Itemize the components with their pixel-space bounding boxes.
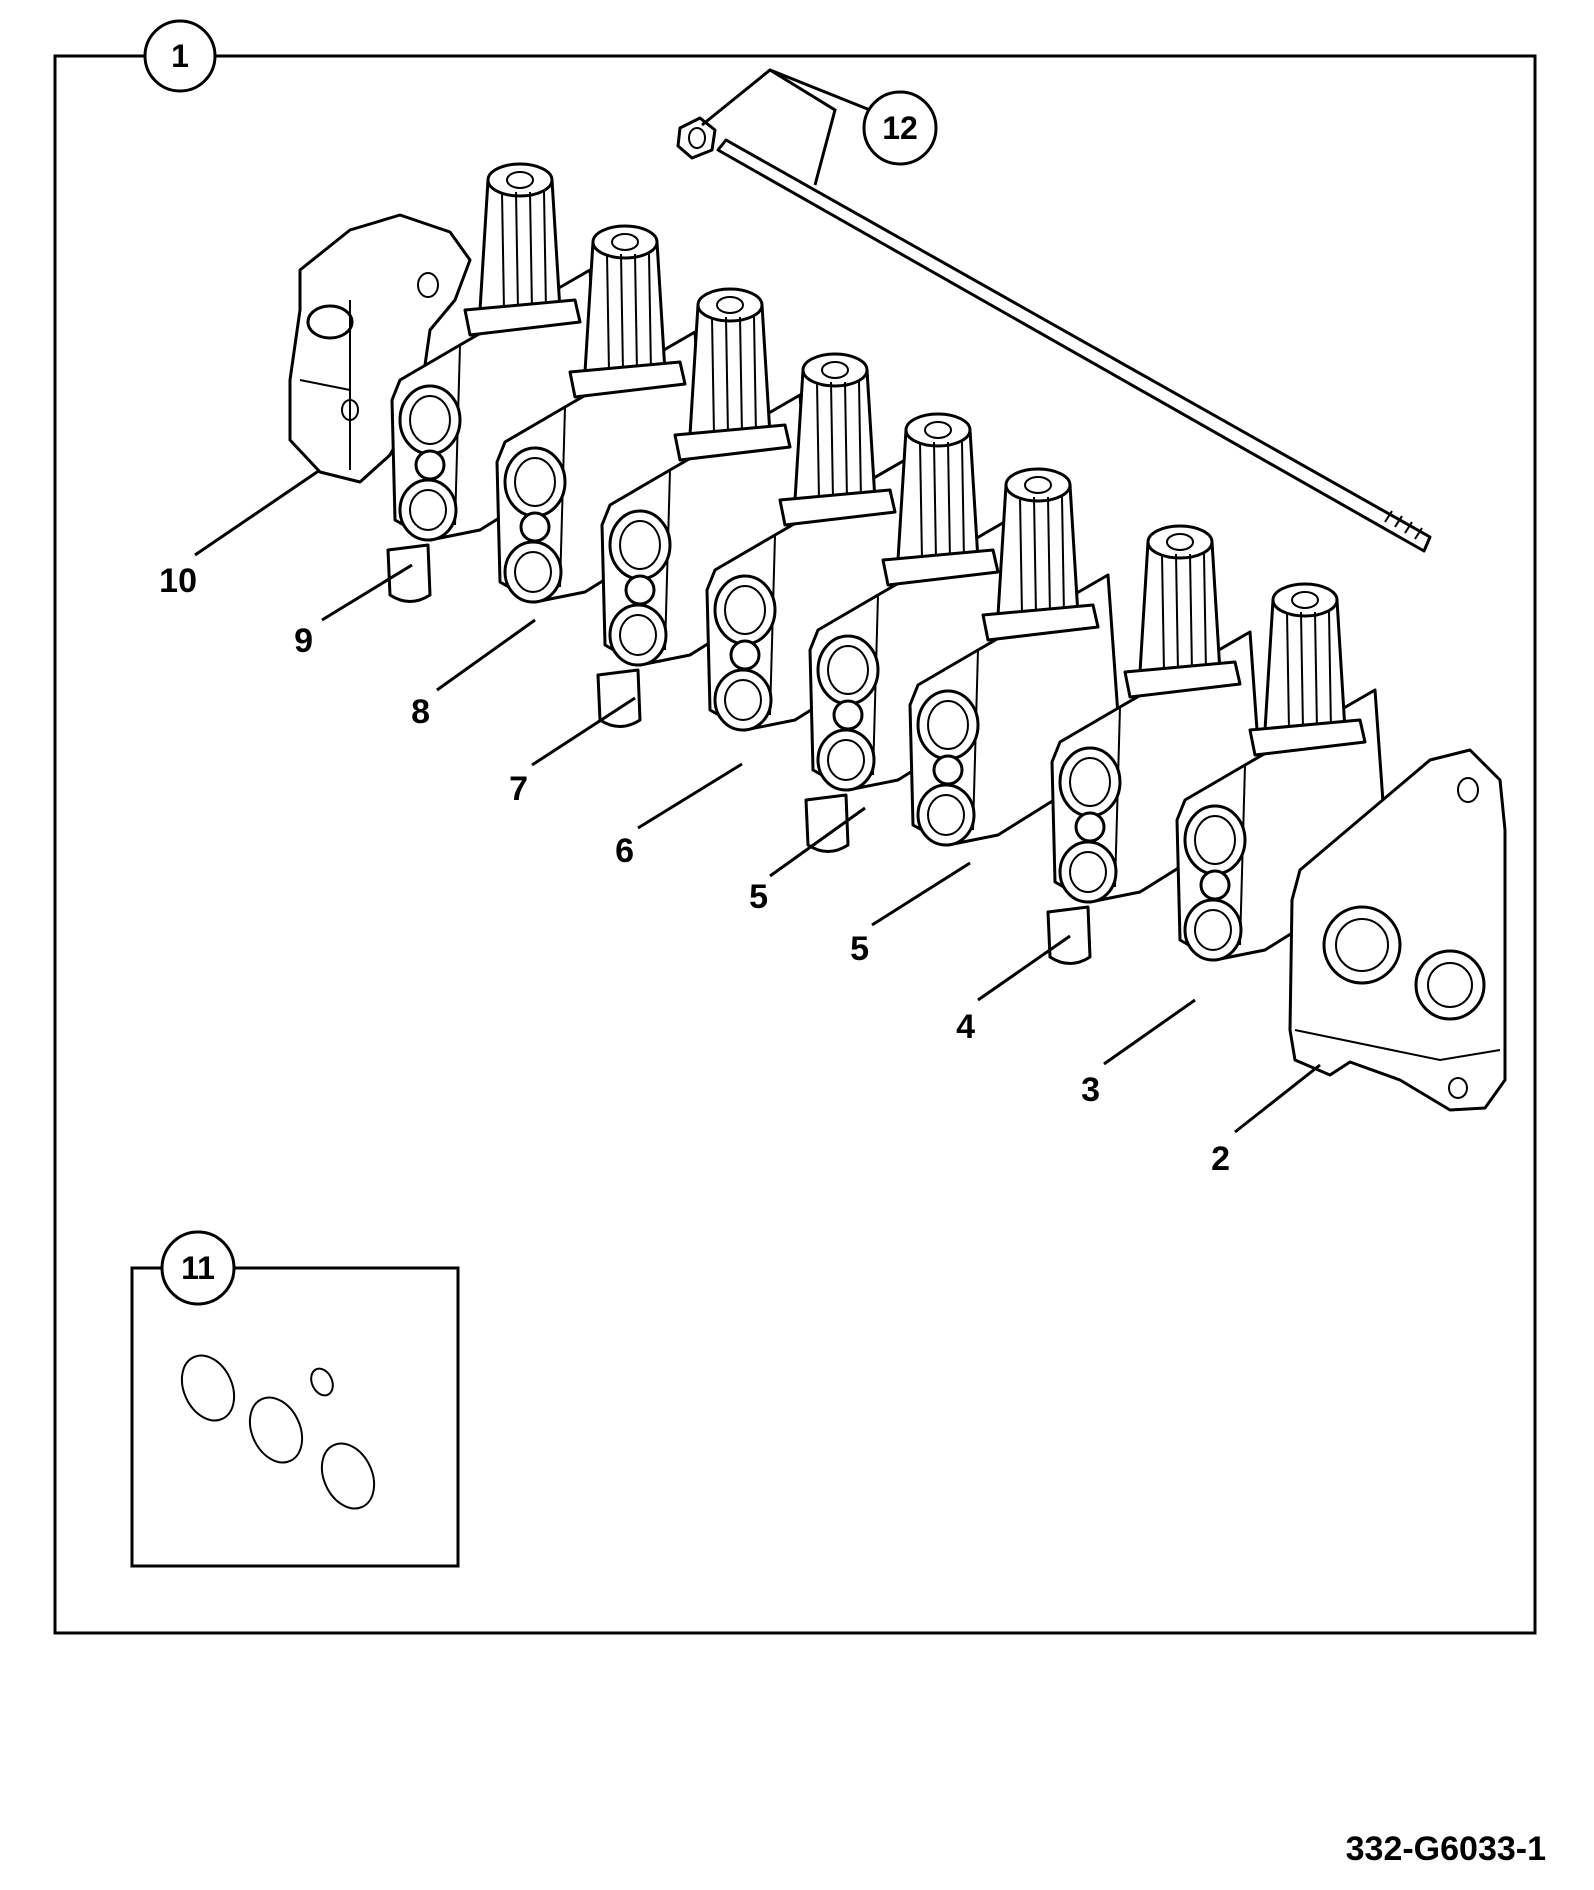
tie-rod xyxy=(716,138,1432,553)
part-label-5a: 5 xyxy=(749,878,768,916)
part-label-3: 3 xyxy=(1081,1071,1100,1109)
callout-11-text: 11 xyxy=(181,1250,215,1286)
part-label-2: 2 xyxy=(1211,1140,1230,1178)
drawing-reference: 332-G6033-1 xyxy=(1346,1830,1546,1868)
part-label-8: 8 xyxy=(411,693,430,731)
part-label-6: 6 xyxy=(615,832,634,870)
inlet-cover-part xyxy=(1288,748,1507,1112)
assembly-frame xyxy=(53,54,1537,1635)
part-number-labels: 10 9 8 7 6 5 5 4 3 2 xyxy=(159,562,1230,1178)
callout-11[interactable]: 11 xyxy=(160,1230,236,1306)
callout-12-text: 12 xyxy=(882,110,918,146)
leader-lines xyxy=(194,468,1321,1134)
part-label-7: 7 xyxy=(509,770,528,808)
valve-sections xyxy=(386,162,1387,965)
part-label-5b: 5 xyxy=(850,930,869,968)
end-cover-part xyxy=(288,213,472,484)
tie-rod-nut xyxy=(676,116,717,160)
callout-12[interactable]: 12 xyxy=(862,90,938,166)
callout-1-text: 1 xyxy=(171,38,189,74)
part-label-9: 9 xyxy=(294,622,313,660)
tie-rod-kit: 12 xyxy=(676,68,1432,553)
callout-1[interactable]: 1 xyxy=(143,19,217,93)
part-label-10: 10 xyxy=(159,562,197,600)
part-label-4: 4 xyxy=(956,1008,975,1046)
seal-kit-box: 11 xyxy=(130,1230,460,1568)
